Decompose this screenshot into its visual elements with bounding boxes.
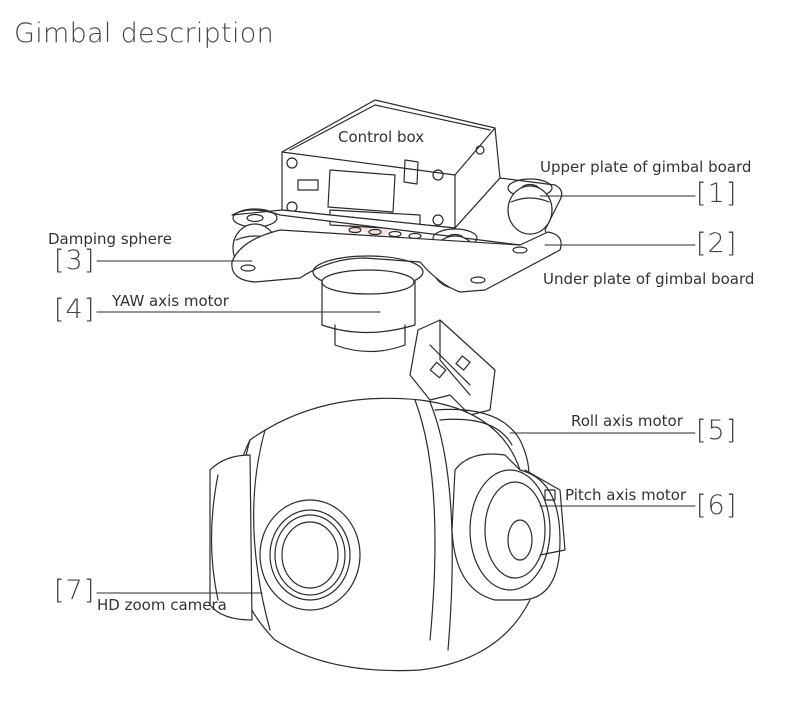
- callout-2-number: [2]: [696, 228, 737, 259]
- callout-1-label: Upper plate of gimbal board: [540, 158, 751, 176]
- callout-5-number: [5]: [696, 415, 737, 446]
- callout-7-number: [7]: [54, 575, 95, 606]
- pitch-motor: [452, 454, 565, 600]
- yaw-motor: [322, 270, 415, 352]
- callout-4-number: [4]: [54, 294, 95, 325]
- callout-6-label: Pitch axis motor: [565, 486, 686, 504]
- control-box-label: Control box: [338, 128, 424, 146]
- callout-4-label: YAW axis motor: [112, 292, 229, 310]
- callout-5-label: Roll axis motor: [571, 412, 683, 430]
- callout-6-number: [6]: [696, 490, 737, 521]
- callout-2-label: Under plate of gimbal board: [543, 270, 754, 288]
- control-box: [282, 100, 500, 230]
- callout-1-number: [1]: [696, 178, 737, 209]
- callout-3-number: [3]: [54, 245, 95, 276]
- callout-7-label: HD zoom camera: [97, 596, 227, 614]
